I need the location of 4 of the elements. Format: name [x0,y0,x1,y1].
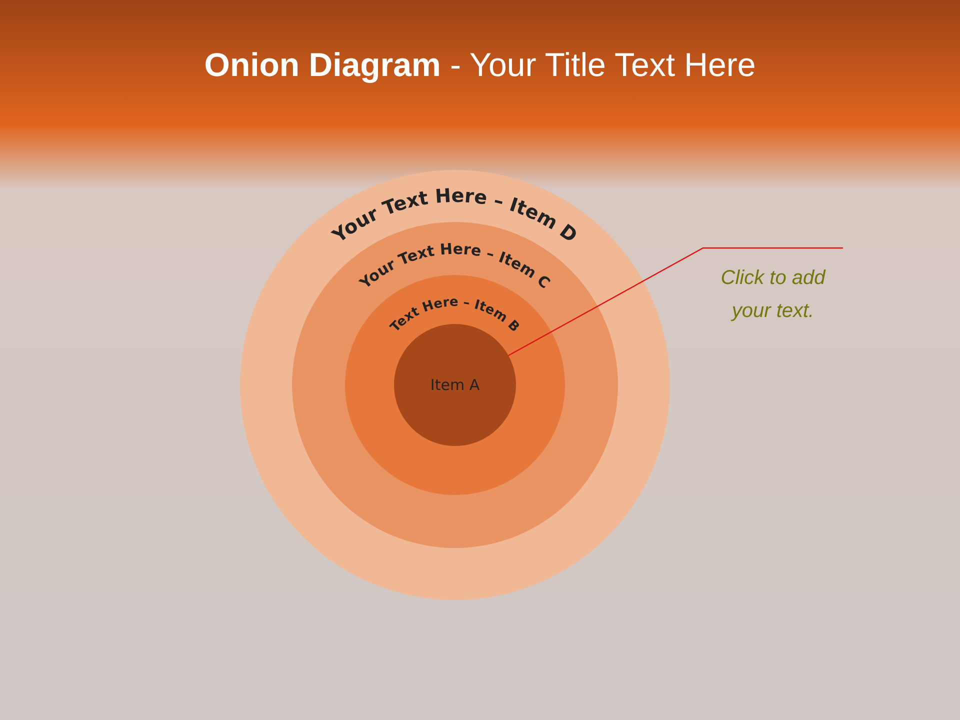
note-text: Click to add your text. [703,262,843,328]
circle-label: Item A [430,376,480,394]
leader-line [508,247,843,356]
slide-title: Onion Diagram - Your Title Text Here [203,46,757,84]
